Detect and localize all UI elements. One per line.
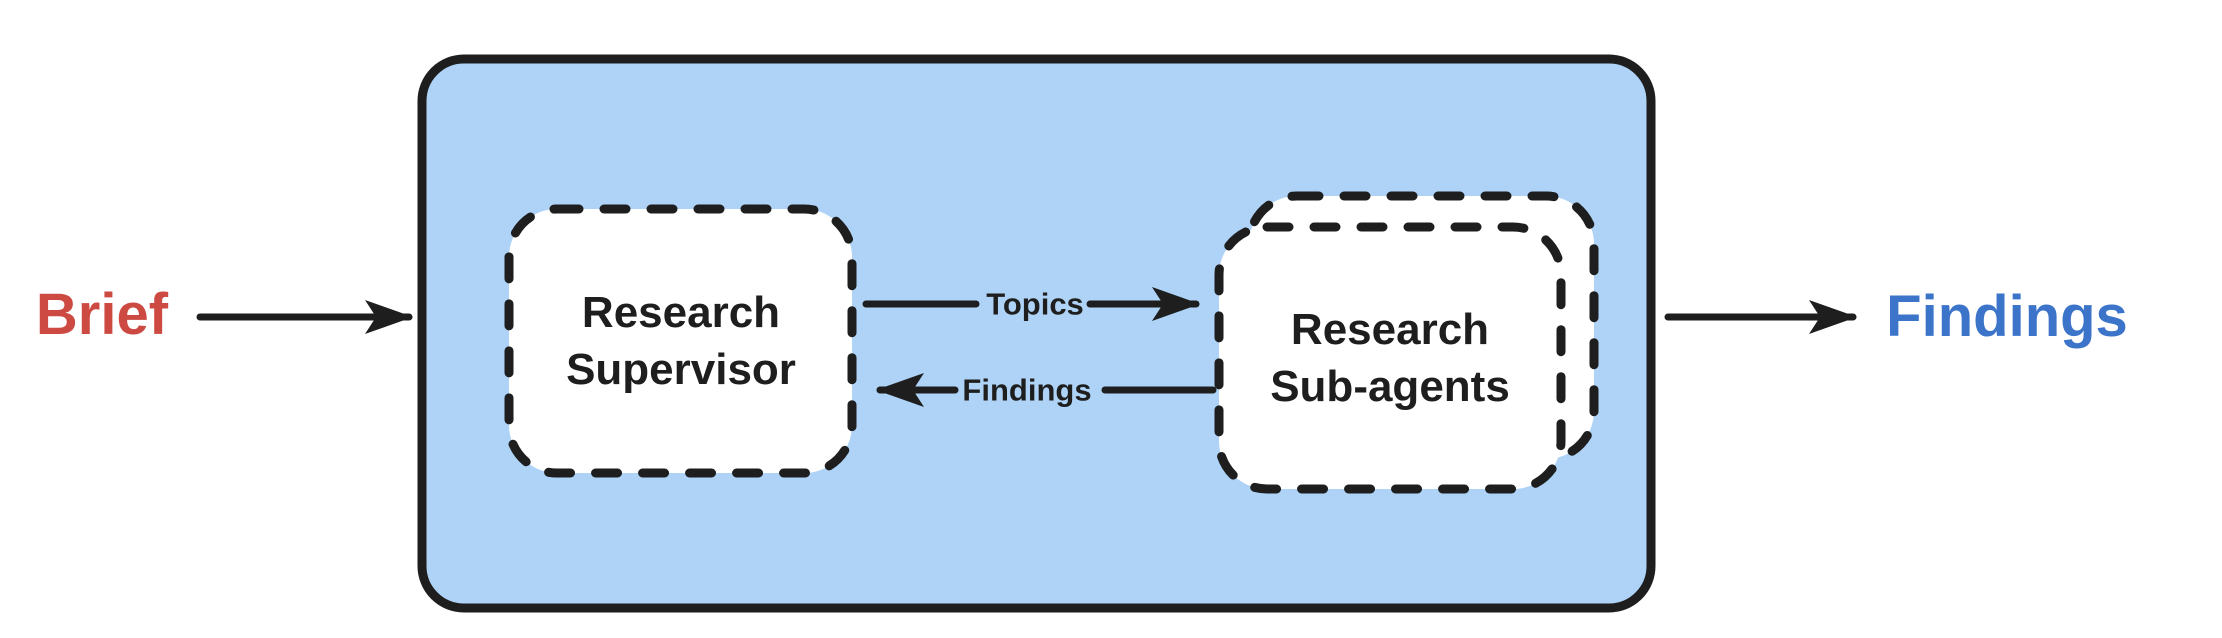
supervisor-box xyxy=(504,204,857,478)
findings-edge-label: Findings xyxy=(962,372,1092,408)
brief-input-label: Brief xyxy=(35,282,169,347)
supervisor-node-label: Research Supervisor xyxy=(566,287,796,394)
subagents-box-front xyxy=(1214,222,1566,494)
topics-edge-label: Topics xyxy=(986,286,1084,322)
findings-output-label: Findings xyxy=(1886,284,2128,349)
subagents-node-label: Research Sub-agents xyxy=(1270,304,1510,411)
